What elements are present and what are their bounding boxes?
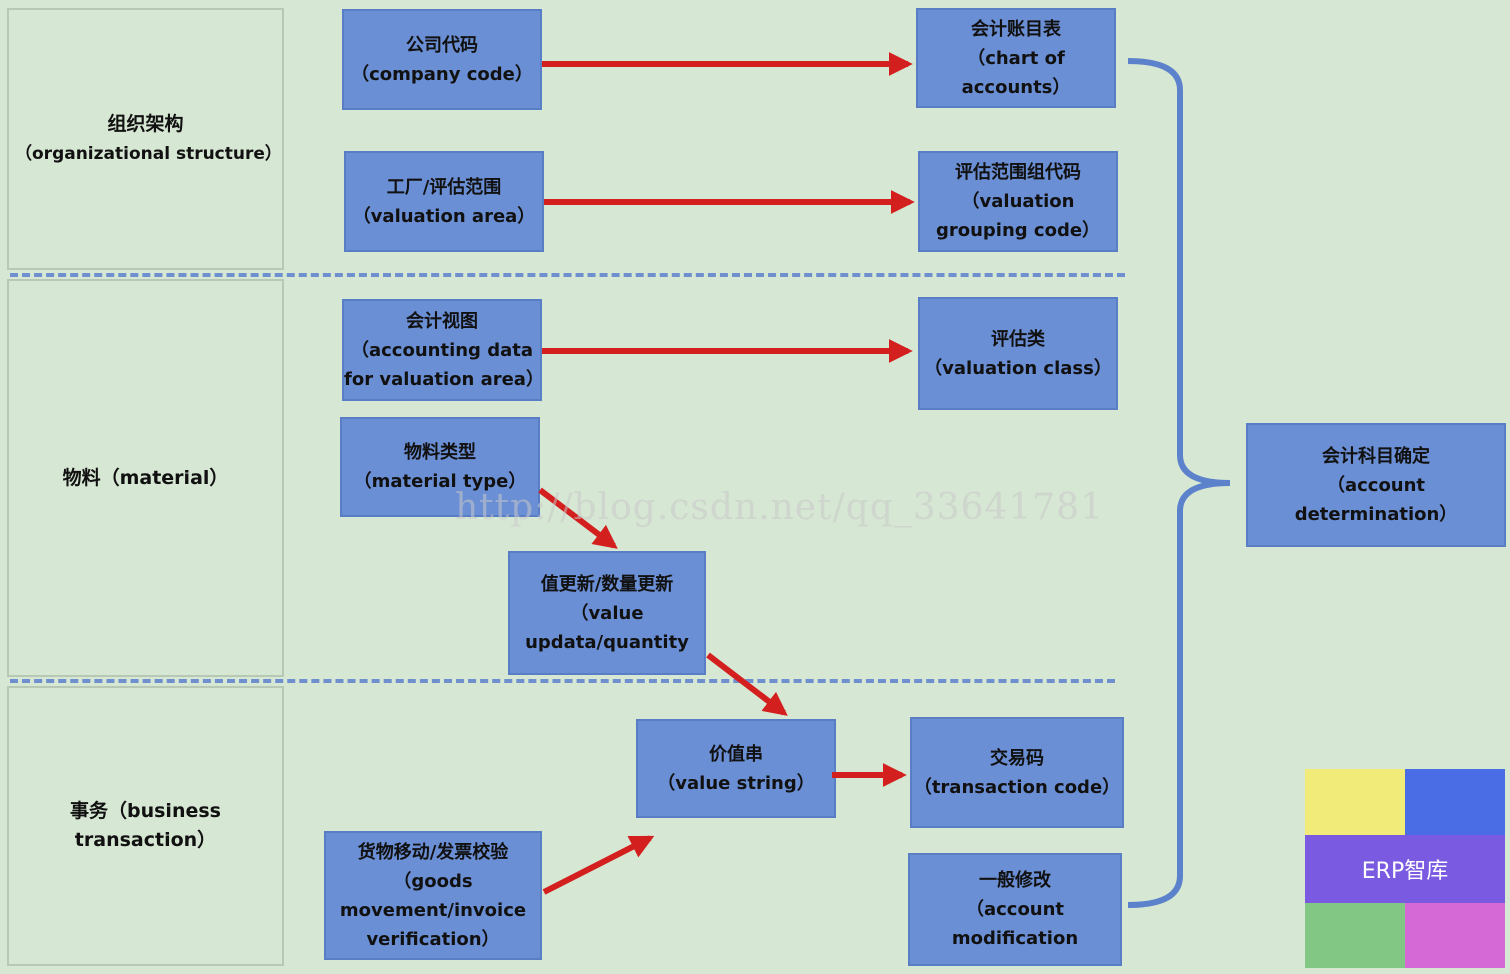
category-label: transaction） — [74, 829, 217, 851]
category-label: （organizational structure） — [15, 143, 282, 164]
node-material-type: 物料类型 （material type） — [340, 417, 540, 517]
node-title: 评估范围组代码 — [955, 162, 1081, 183]
node-subtitle: （account — [965, 899, 1065, 920]
node-title: 会计科目确定 — [1322, 445, 1430, 467]
node-title: 值更新/数量更新 — [540, 573, 674, 595]
node-title: 工厂/评估范围 — [386, 176, 502, 198]
node-subtitle: （value string） — [657, 772, 815, 794]
node-title: 会计账目表 — [971, 18, 1061, 40]
node-goods-movement: 货物移动/发票校验 （goods movement/invoice verifi… — [324, 831, 542, 960]
divider-line — [10, 679, 1115, 683]
category-material: 物料（material） — [7, 279, 284, 677]
node-subtitle: （company code） — [351, 63, 533, 85]
node-title: 价值串 — [709, 743, 763, 765]
divider-line — [10, 273, 1125, 277]
node-value-string: 价值串 （value string） — [636, 719, 836, 818]
node-subtitle: movement/invoice — [339, 899, 527, 921]
node-subtitle: （account determination） — [1294, 474, 1458, 525]
category-label: 物料（material） — [62, 466, 229, 489]
node-valuation-class: 评估类 （valuation class） — [918, 297, 1118, 410]
watermark-text: http://blog.csdn.net/qq_33641781 — [455, 487, 1104, 528]
node-account-determination: 会计科目确定 （account determination） — [1246, 423, 1506, 547]
node-valuation-grouping-code: 评估范围组代码 （valuation grouping code） — [918, 151, 1118, 252]
node-subtitle: （valuation — [961, 191, 1075, 212]
node-title: 会计视图 — [406, 310, 478, 332]
node-account-modification: 一般修改 （account modification — [908, 853, 1122, 966]
arrow-goods-movement-to-value-string — [542, 835, 655, 895]
node-valuation-area: 工厂/评估范围 （valuation area） — [344, 151, 544, 252]
node-title: 交易码 — [990, 747, 1044, 769]
erp-logo: ERP智库 — [1305, 769, 1505, 968]
node-chart-of-accounts: 会计账目表 （chart of accounts） — [916, 8, 1116, 108]
node-title: 货物移动/发票校验 — [357, 841, 509, 863]
node-subtitle: （valuation class） — [924, 357, 1112, 379]
node-subtitle: （transaction code） — [913, 776, 1121, 798]
node-subtitle: （goods — [393, 870, 473, 892]
node-subtitle: （accounting data — [350, 339, 533, 361]
node-company-code: 公司代码 （company code） — [342, 9, 542, 110]
node-subtitle: verification） — [366, 928, 500, 950]
node-subtitle: （value — [570, 602, 644, 624]
node-subtitle: （chart of — [967, 47, 1065, 69]
category-label: 组织架构 — [107, 112, 184, 135]
node-subtitle: accounts） — [961, 76, 1071, 98]
category-business-transaction: 事务（business transaction） — [7, 686, 284, 966]
category-organizational-structure: 组织架构 （organizational structure） — [7, 8, 284, 270]
node-title: 公司代码 — [406, 34, 478, 56]
node-transaction-code: 交易码 （transaction code） — [910, 717, 1124, 828]
node-subtitle: for valuation area） — [344, 368, 544, 390]
node-title: 物料类型 — [404, 442, 476, 463]
logo-label: ERP智库 — [1305, 835, 1505, 903]
node-subtitle: grouping code） — [935, 220, 1101, 241]
curly-brace — [1127, 58, 1231, 908]
node-subtitle: modification — [951, 928, 1079, 949]
node-value-update: 值更新/数量更新 （value updata/quantity — [508, 551, 706, 675]
node-title: 评估类 — [991, 328, 1045, 350]
node-subtitle: （valuation area） — [352, 205, 536, 227]
node-title: 一般修改 — [979, 870, 1051, 891]
arrow-value-update-to-value-string — [706, 652, 788, 716]
node-subtitle: updata/quantity — [525, 631, 689, 653]
node-accounting-view: 会计视图 （accounting data for valuation area… — [342, 299, 544, 401]
arrow-material-type-to-value-update — [538, 487, 618, 549]
category-label: 事务（business — [70, 800, 221, 822]
node-subtitle: （material type） — [353, 471, 527, 492]
